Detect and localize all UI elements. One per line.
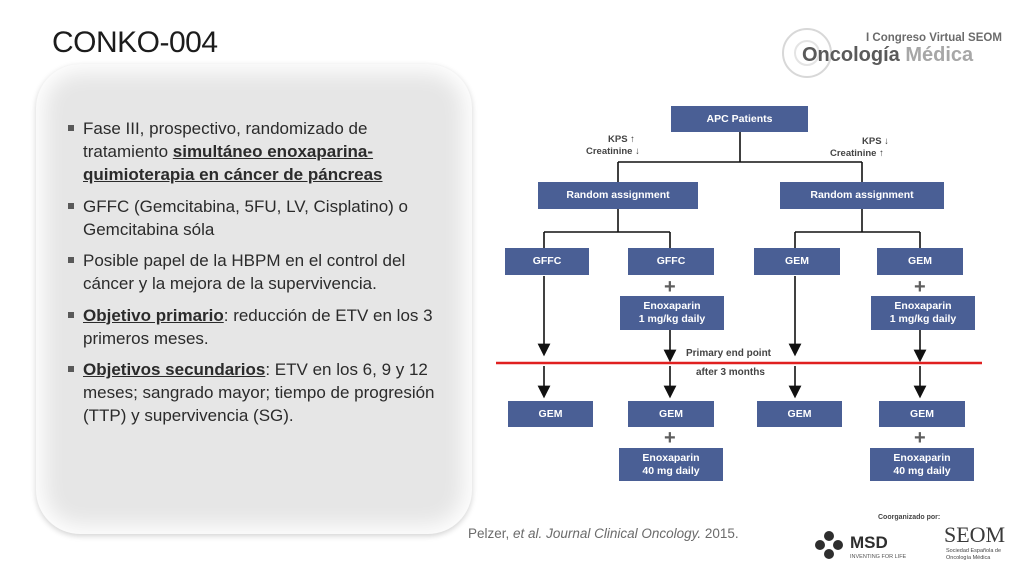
brand-word-2: Médica xyxy=(905,44,974,66)
flow-box-arm-4: GEM xyxy=(877,248,963,275)
flow-box-arm-3: GEM xyxy=(754,248,840,275)
bullet-emphasis: simultáneo enoxaparina-quimioterapia en … xyxy=(83,142,383,184)
flow-box-enox-daily-right: Enoxaparin 1 mg/kg daily xyxy=(871,296,975,330)
enox-dose: 40 mg daily xyxy=(642,464,700,477)
bullet-emphasis: Objetivo primario xyxy=(83,305,224,325)
enox-dose: 1 mg/kg daily xyxy=(889,313,957,325)
sponsor-label: Coorganizado por: xyxy=(878,514,941,521)
bullet-item: Objetivos secundarios: ETV en los 6, 9 y… xyxy=(66,358,446,427)
strata-left-creatinine: Creatinine ↓ xyxy=(586,146,640,157)
flow-box-random-right: Random assignment xyxy=(780,182,944,209)
flow-box-enox-daily-left: Enoxaparin 1 mg/kg daily xyxy=(620,296,724,330)
bullet-square-icon xyxy=(68,125,74,131)
flow-connectors xyxy=(496,132,982,399)
seom-subtitle: Sociedad Española de Oncología Médica xyxy=(946,548,1002,561)
bullet-square-icon xyxy=(68,257,74,263)
slide-title: CONKO-004 xyxy=(52,26,218,59)
bullet-text: GFFC (Gemcitabina, 5FU, LV, Cisplatino) … xyxy=(83,196,409,239)
plus-sign: + xyxy=(664,427,676,449)
bullet-item: GFFC (Gemcitabina, 5FU, LV, Cisplatino) … xyxy=(66,195,446,241)
congress-brand: Oncología Médica xyxy=(802,44,973,67)
citation-journal: Journal Clinical Oncology. xyxy=(542,526,702,541)
msd-mark-icon xyxy=(815,531,843,559)
flow-box-arm-1: GFFC xyxy=(505,248,589,275)
seom-logo: SEOM Sociedad Española de Oncología Médi… xyxy=(944,522,1020,568)
flow-box-root: APC Patients xyxy=(671,106,808,132)
msd-tagline: INVENTING FOR LIFE xyxy=(850,554,907,560)
citation-year: 2015. xyxy=(701,526,739,541)
strata-left-kps: KPS ↑ xyxy=(608,134,635,145)
bullet-text: Fase III, prospectivo, randomizado de tr… xyxy=(83,119,368,161)
plus-sign: + xyxy=(914,276,926,298)
bullet-square-icon xyxy=(68,366,74,372)
enox-label: Enoxaparin xyxy=(642,451,700,464)
study-flow-diagram: APC Patients KPS ↑ Creatinine ↓ KPS ↓ Cr… xyxy=(490,96,990,496)
plus-sign: + xyxy=(914,427,926,449)
enox-label: Enoxaparin xyxy=(893,451,951,464)
msd-logo: MSD INVENTING FOR LIFE xyxy=(814,530,924,566)
bullet-item: Posible papel de la HBPM en el control d… xyxy=(66,249,446,295)
citation-author: Pelzer, xyxy=(468,526,514,541)
logo-ring-icon xyxy=(782,28,832,78)
flow-box-random-left: Random assignment xyxy=(538,182,698,209)
enox-dose: 1 mg/kg daily xyxy=(638,313,706,325)
congress-name: I Congreso Virtual SEOM xyxy=(866,32,1002,44)
strata-right: KPS ↓ Creatinine ↑ xyxy=(830,136,889,160)
flow-box-followup-3: GEM xyxy=(757,401,842,427)
bullet-square-icon xyxy=(68,311,74,318)
bullet-emphasis: Objetivos secundarios xyxy=(83,360,266,379)
bullet-text: Posible papel de la HBPM en el control d… xyxy=(83,251,406,293)
strata-left: KPS ↑ Creatinine ↓ xyxy=(586,134,640,158)
seom-name: SEOM xyxy=(944,522,1006,547)
bullet-text: : ETV en los 6, 9 y 12 meses; sangrado m… xyxy=(83,360,435,425)
endpoint-label: Primary end point xyxy=(686,348,772,359)
strata-right-kps: KPS ↓ xyxy=(862,136,889,147)
msd-name: MSD xyxy=(850,533,888,552)
enox-dose: 40 mg daily xyxy=(893,464,951,477)
bullet-square-icon xyxy=(68,202,74,209)
bullet-panel xyxy=(36,64,472,534)
flow-box-followup-2: GEM xyxy=(628,401,714,427)
citation: Pelzer, et al. Journal Clinical Oncology… xyxy=(468,526,739,541)
bullet-list: Fase III, prospectivo, randomizado de tr… xyxy=(66,117,446,436)
flow-box-followup-4: GEM xyxy=(879,401,965,427)
bullet-text: : reducción de ETV en los 3 primeros mes… xyxy=(83,305,433,348)
endpoint-sublabel: after 3 months xyxy=(696,367,765,378)
brand-word-1: Oncología xyxy=(802,44,900,66)
enox-label: Enoxaparin xyxy=(894,300,952,312)
congress-logo: I Congreso Virtual SEOM Oncología Médica xyxy=(778,22,1010,86)
flow-box-followup-1: GEM xyxy=(508,401,593,427)
plus-sign: + xyxy=(664,276,676,298)
enox-label: Enoxaparin xyxy=(643,300,701,312)
bullet-item: Fase III, prospectivo, randomizado de tr… xyxy=(66,117,446,186)
flow-box-enox-fixed-left: Enoxaparin 40 mg daily xyxy=(619,448,723,481)
citation-etal: et al. xyxy=(513,526,543,541)
flow-box-enox-fixed-right: Enoxaparin 40 mg daily xyxy=(870,448,974,481)
bullet-item: Objetivo primario: reducción de ETV en l… xyxy=(66,304,446,350)
strata-right-creatinine: Creatinine ↑ xyxy=(830,148,884,159)
flow-box-arm-2: GFFC xyxy=(628,248,714,275)
